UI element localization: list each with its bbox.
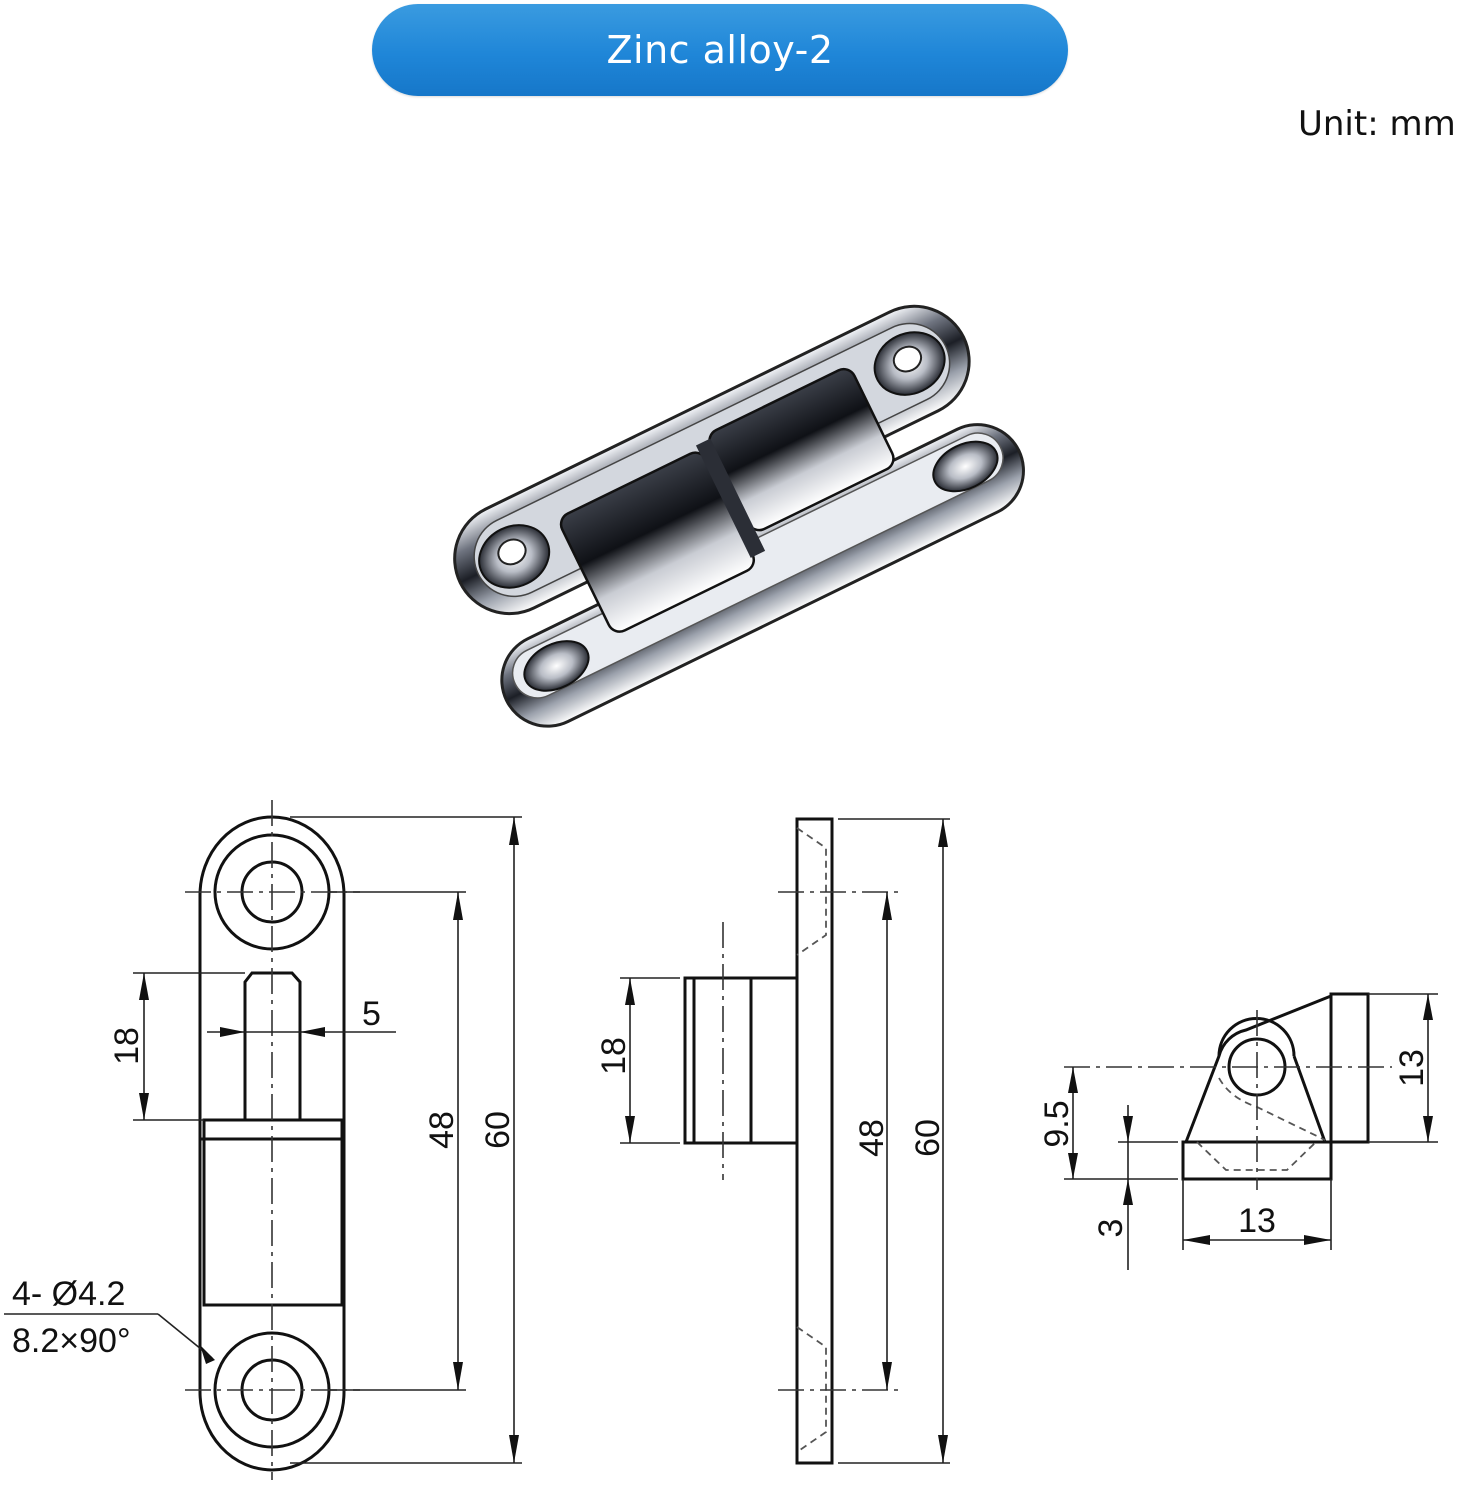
side-overall-length-dim: 60	[909, 1119, 947, 1157]
front-pin-length-dim: 18	[108, 1027, 146, 1065]
front-overall-length-dim: 60	[479, 1111, 517, 1149]
hole-callout-line2: 8.2×90°	[12, 1322, 131, 1360]
front-hole-spacing-dim: 48	[423, 1111, 461, 1149]
unit-label: Unit: mm	[1298, 104, 1456, 144]
end-base-width-dim: 13	[1238, 1202, 1276, 1240]
hole-callout-line1: 4- Ø4.2	[12, 1275, 125, 1313]
side-knuckle-length-dim: 18	[595, 1037, 633, 1075]
end-pivot-height-dim: 9.5	[1038, 1100, 1076, 1147]
title-banner: Zinc alloy-2	[372, 4, 1068, 96]
front-view: 18 5 48 60 4- Ø4.2 8.2×90°	[4, 800, 522, 1480]
product-photo	[453, 304, 1025, 728]
title-text: Zinc alloy-2	[606, 28, 834, 72]
side-hole-spacing-dim: 48	[853, 1119, 891, 1157]
side-view: 18 48 60	[595, 817, 950, 1465]
end-height-dim: 13	[1393, 1049, 1431, 1087]
front-pin-diameter-dim: 5	[362, 995, 381, 1033]
end-base-thickness-dim: 3	[1092, 1219, 1130, 1238]
end-view: 13 9.5 3 13	[1038, 992, 1438, 1270]
